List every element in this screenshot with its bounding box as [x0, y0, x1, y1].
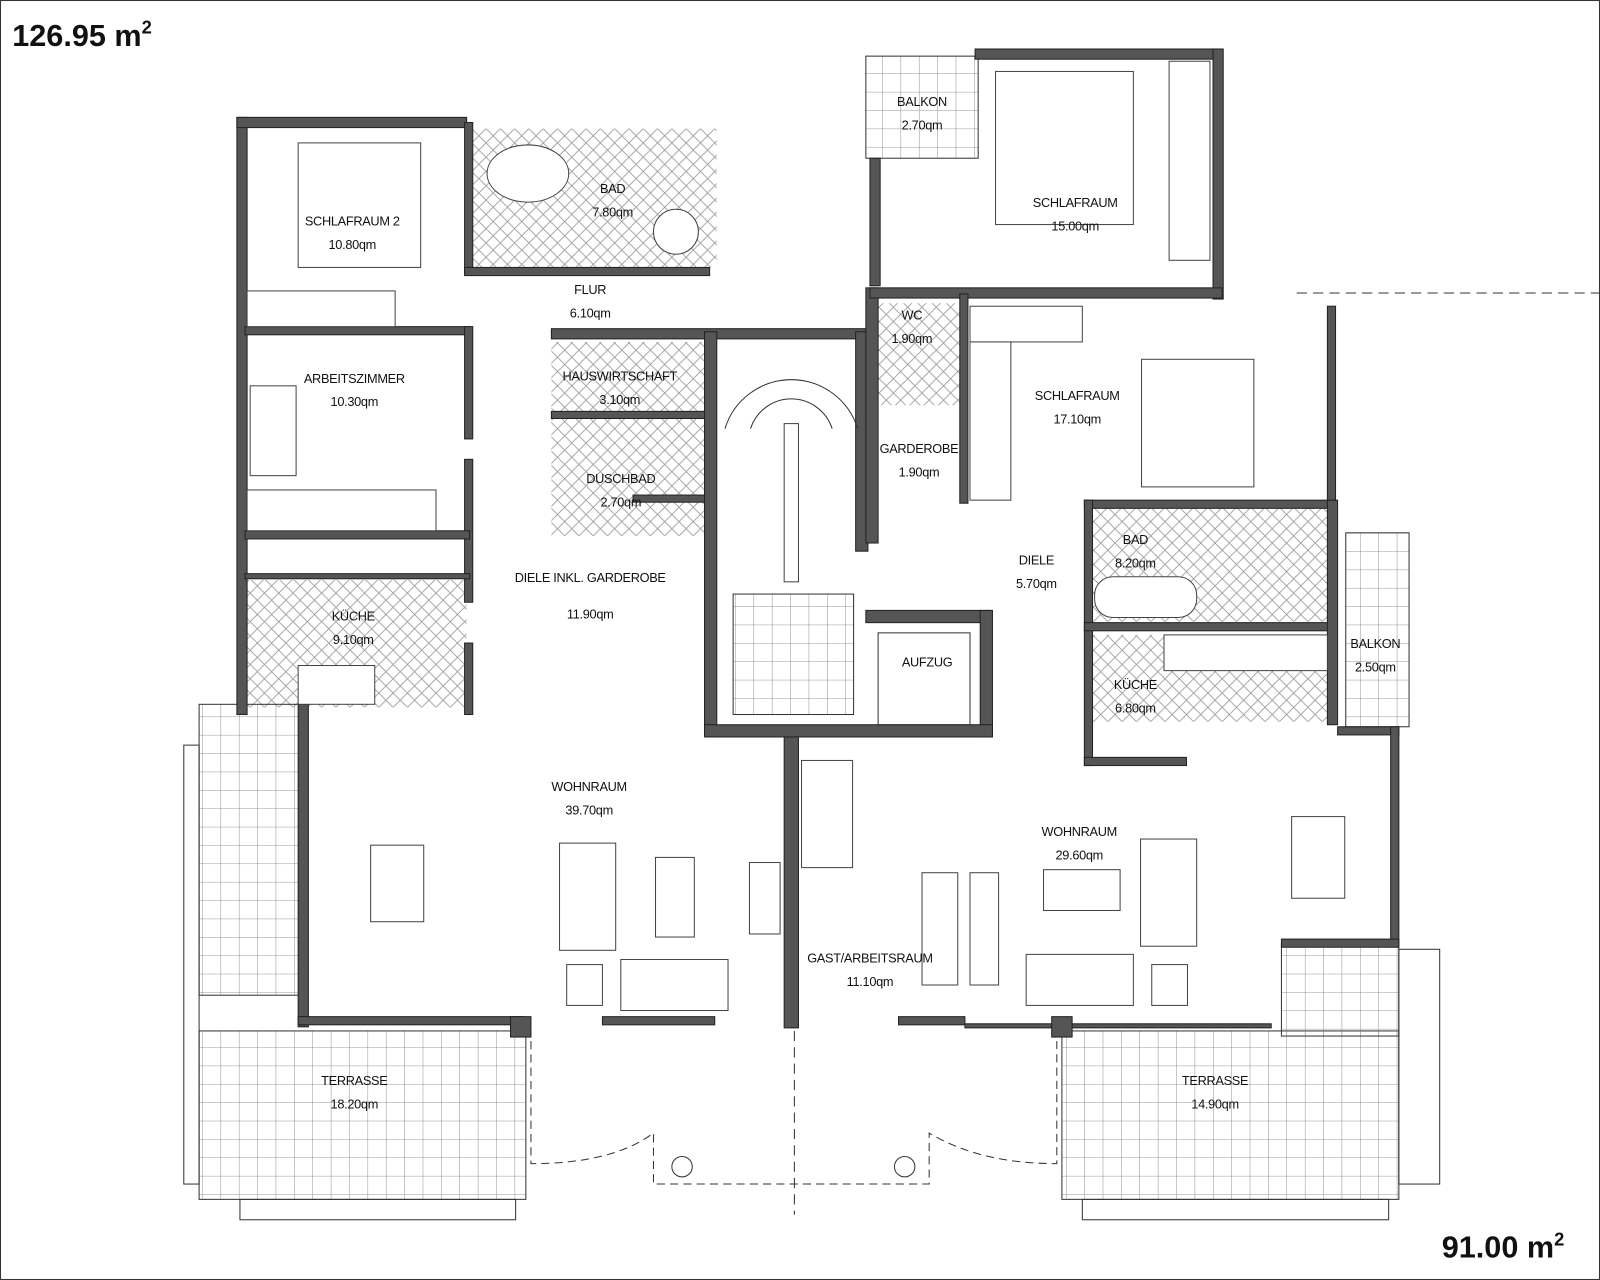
room-area: 11.10qm: [847, 974, 894, 989]
room-area: 2.50qm: [1355, 660, 1396, 675]
room-area: 11.90qm: [567, 607, 614, 622]
room-name: ARBEITSZIMMER: [304, 371, 405, 386]
room-name: TERRASSE: [321, 1073, 387, 1088]
room-name: SCHLAFRAUM: [1033, 195, 1118, 210]
right-apartment-area: 91.00 m2: [1442, 1228, 1565, 1264]
room-name: HAUSWIRTSCHAFT: [563, 369, 678, 384]
room-name: AUFZUG: [902, 655, 953, 670]
room-area: 6.80qm: [1115, 700, 1156, 715]
room-label: DUSCHBAD 2.70qm: [586, 471, 656, 509]
room-name: BAD: [1123, 532, 1148, 547]
room-name: WC: [901, 307, 922, 322]
room-name: SCHLAFRAUM: [1035, 388, 1120, 403]
room-label: KÜCHE 6.80qm: [1114, 677, 1157, 715]
room-area: 2.70qm: [600, 494, 641, 509]
room-area: 39.70qm: [565, 803, 612, 818]
left-apartment-area: 126.95 m2: [12, 17, 152, 53]
room-name: FLUR: [574, 282, 606, 297]
room-name: BALKON: [1350, 636, 1400, 651]
room-label: TERRASSE 14.90qm: [1182, 1073, 1249, 1112]
room-area: 1.90qm: [891, 331, 932, 346]
room-name: BALKON: [897, 94, 947, 109]
room-label: AUFZUG: [902, 655, 953, 670]
room-area: 5.70qm: [1016, 576, 1057, 591]
room-name: BAD: [600, 181, 625, 196]
room-name: WOHNRAUM: [551, 779, 626, 794]
room-label: WC 1.90qm: [891, 307, 932, 345]
tiled-floors: [247, 128, 1332, 722]
room-label: BAD 8.20qm: [1115, 532, 1156, 570]
room-label: WOHNRAUM 29.60qm: [1042, 824, 1118, 862]
room-label: DIELE 5.70qm: [1016, 552, 1057, 590]
room-name: TERRASSE: [1182, 1073, 1248, 1088]
room-area: 7.80qm: [592, 204, 633, 219]
room-label: ARBEITSZIMMER 10.30qm: [304, 371, 405, 409]
room-area: 17.10qm: [1053, 412, 1100, 427]
room-area: 8.20qm: [1115, 556, 1156, 571]
room-area: 10.30qm: [331, 394, 378, 409]
room-name: GAST/ARBEITSRAUM: [807, 951, 932, 966]
room-label: BALKON 2.50qm: [1350, 636, 1400, 674]
room-area: 10.80qm: [329, 237, 376, 252]
room-label: SCHLAFRAUM 15.00qm: [1033, 195, 1118, 233]
room-label: SCHLAFRAUM 17.10qm: [1035, 388, 1120, 426]
furniture: [246, 60, 1346, 1012]
room-label: WOHNRAUM 39.70qm: [551, 779, 627, 818]
room-area: 3.10qm: [599, 392, 640, 407]
room-area: 9.10qm: [333, 632, 374, 647]
room-label: DIELE INKL. GARDEROBE 11.90qm: [515, 570, 666, 622]
room-label: FLUR 6.10qm: [570, 282, 611, 320]
staircase: [724, 379, 971, 726]
room-name: DIELE INKL. GARDEROBE: [515, 570, 666, 585]
room-name: WOHNRAUM: [1042, 824, 1117, 839]
room-area: 15.00qm: [1051, 219, 1098, 234]
room-name: DUSCHBAD: [586, 471, 655, 486]
room-name: DIELE: [1019, 552, 1054, 567]
room-area: 1.90qm: [899, 465, 940, 480]
room-label: KÜCHE 9.10qm: [332, 609, 375, 647]
room-area: 18.20qm: [331, 1097, 378, 1112]
room-label: BAD 7.80qm: [592, 181, 633, 219]
room-area: 14.90qm: [1191, 1097, 1238, 1112]
room-area: 6.10qm: [570, 305, 611, 320]
room-label: GARDEROBE 1.90qm: [880, 441, 959, 479]
room-name: GARDEROBE: [880, 441, 959, 456]
room-name: KÜCHE: [1114, 677, 1157, 692]
room-name: SCHLAFRAUM 2: [305, 214, 400, 229]
room-label: SCHLAFRAUM 2 10.80qm: [305, 214, 400, 252]
room-label: GAST/ARBEITSRAUM 11.10qm: [807, 951, 933, 989]
walls: [236, 48, 1400, 1038]
room-label: BALKON 2.70qm: [897, 94, 947, 132]
terraces: [183, 55, 1600, 1221]
room-name: KÜCHE: [332, 609, 375, 624]
room-area: 2.70qm: [902, 118, 943, 133]
room-label: TERRASSE 18.20qm: [321, 1073, 388, 1112]
room-label: HAUSWIRTSCHAFT 3.10qm: [563, 369, 678, 407]
room-area: 29.60qm: [1056, 847, 1103, 862]
